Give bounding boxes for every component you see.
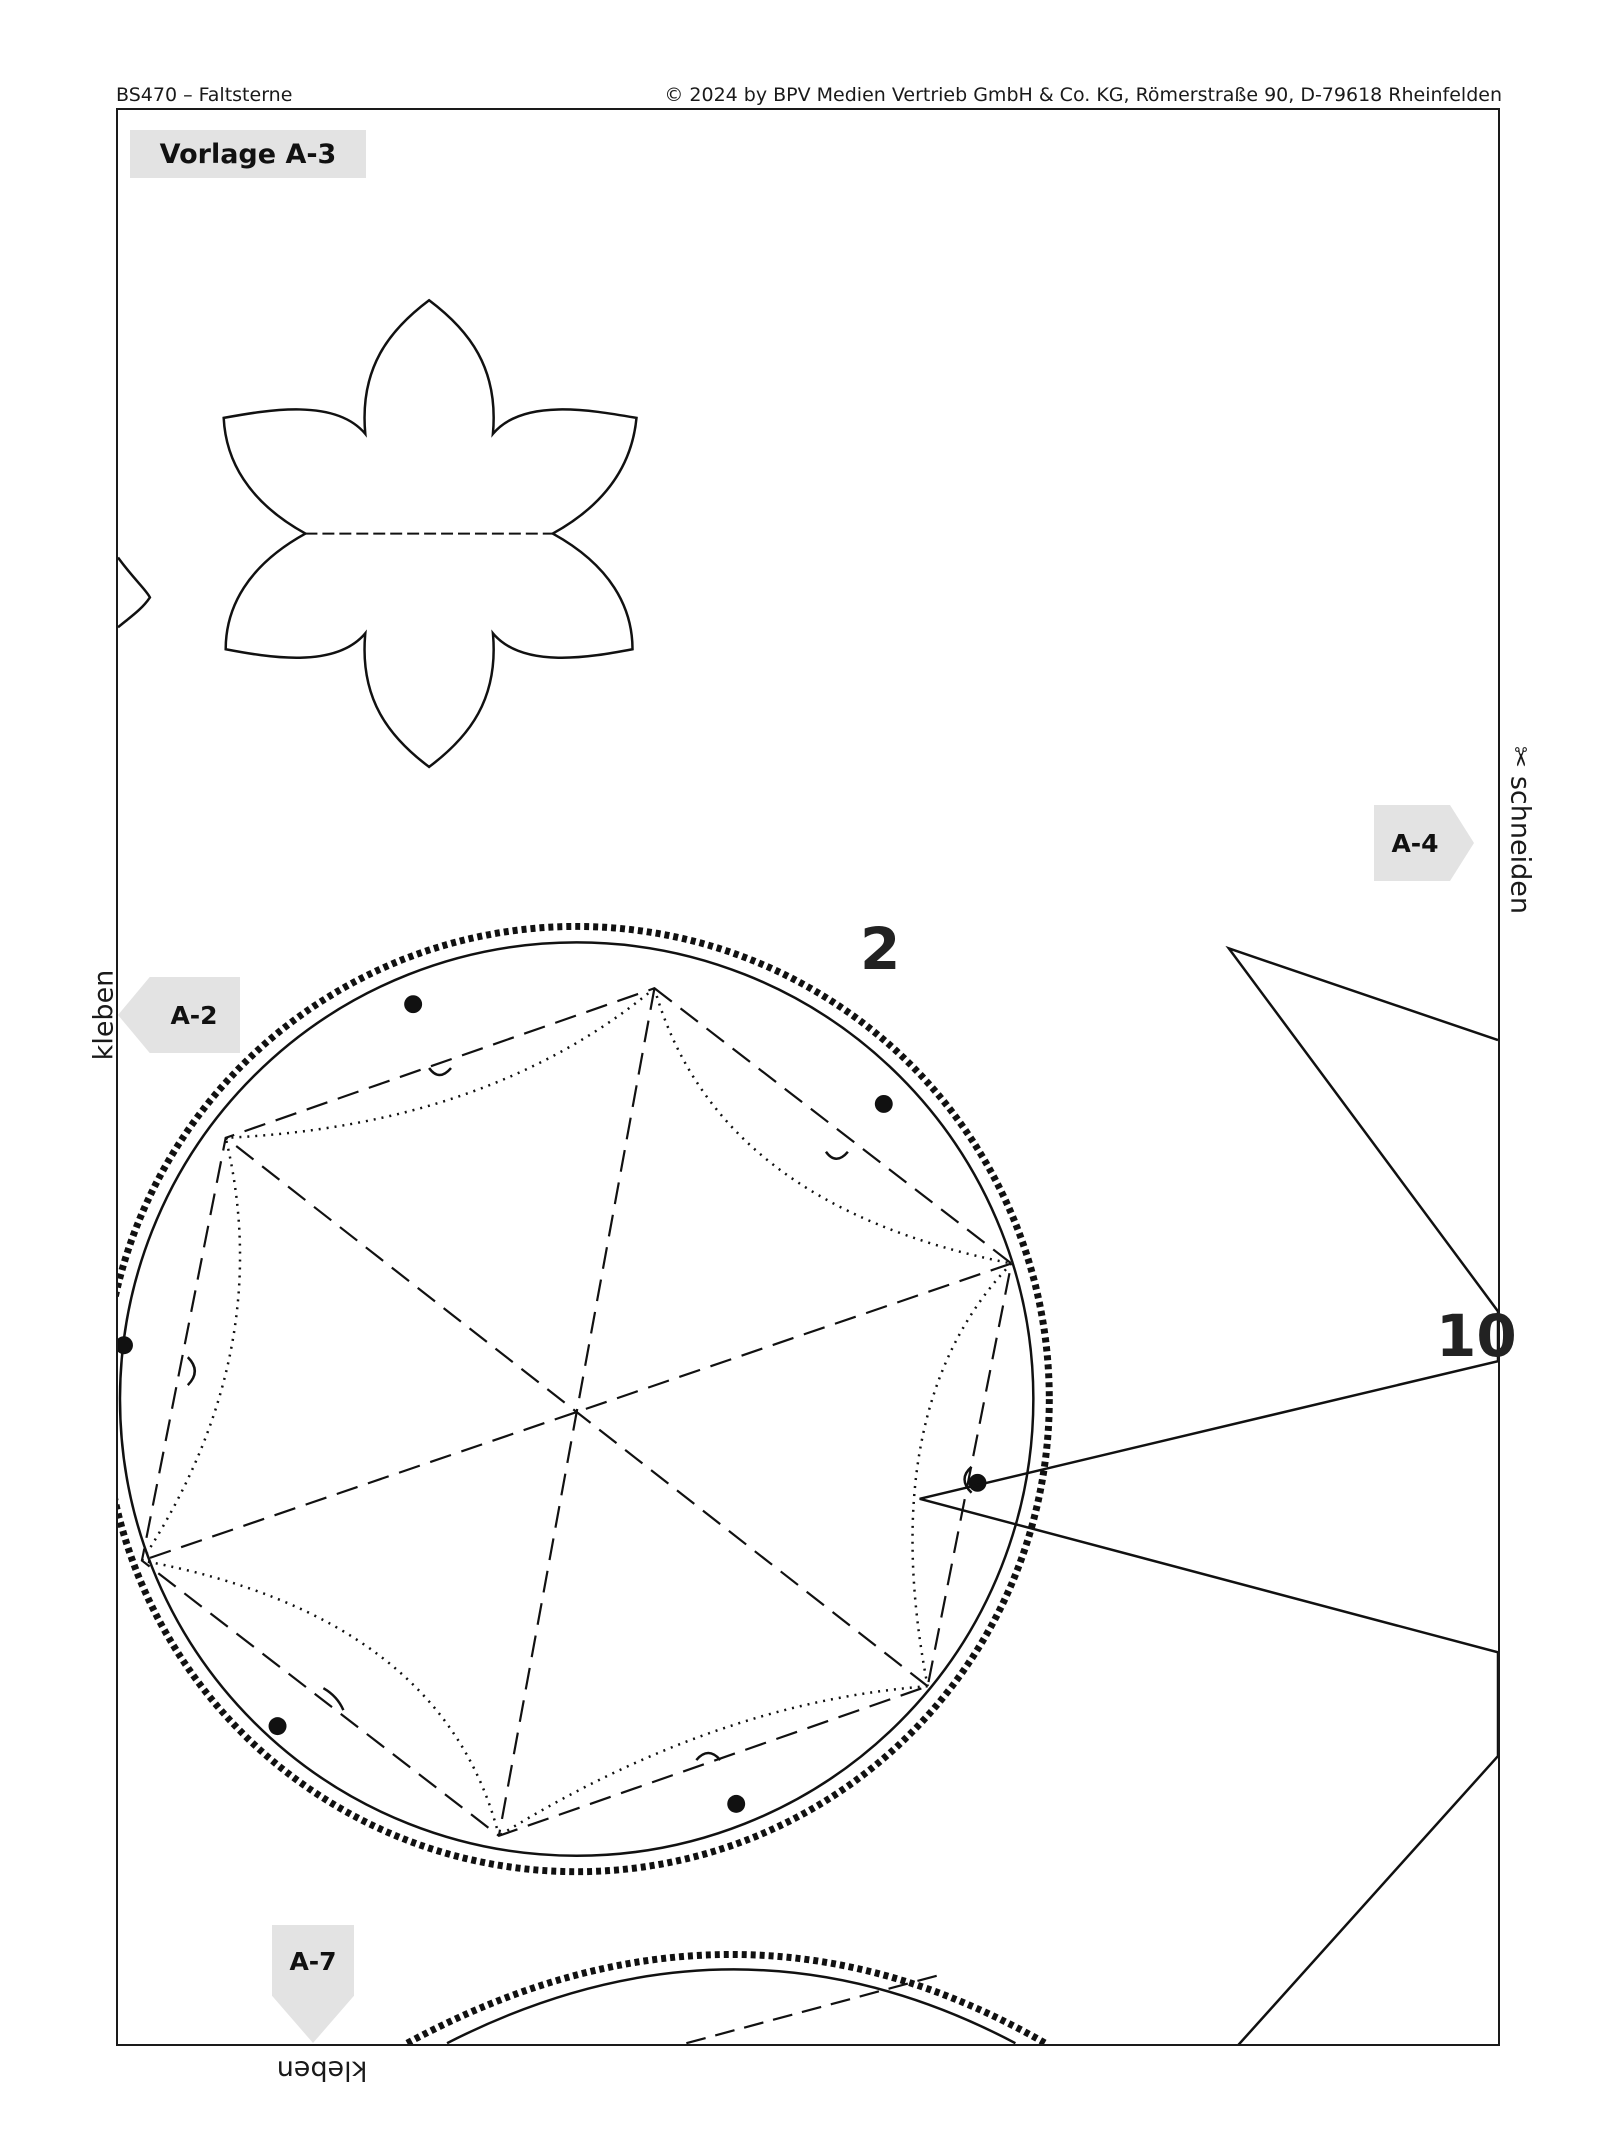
header-right: © 2024 by BPV Medien Vertrieb GmbH & Co.…: [664, 84, 1502, 106]
circle-ring-outer: [118, 923, 1053, 1876]
partial-circle-edge: [446, 1968, 1016, 2044]
kleben-left-label: kleben: [88, 969, 120, 1061]
flower-shape: [222, 298, 638, 769]
schneiden-label-group: ✂ schneiden: [1505, 746, 1536, 914]
circle-number: 2: [860, 915, 901, 983]
star-outline: [919, 945, 1498, 2044]
circle-ring-inner: [118, 941, 1035, 1857]
star-number: 10: [1436, 1302, 1517, 1370]
template-label: Vorlage A-3: [130, 130, 366, 178]
hexagon-fold-lines: [140, 987, 1013, 1838]
partial-fold-line: [686, 1972, 946, 2044]
tab-a4-label: A-4: [1391, 828, 1439, 858]
partial-circle-zigzag: [405, 1951, 1048, 2044]
partial-flower-edge: [118, 556, 152, 629]
tab-a7-label: A-7: [289, 1947, 337, 1976]
curved-fold-lines: [140, 987, 1013, 1837]
template-frame: [116, 108, 1500, 2046]
schneiden-label: schneiden: [1504, 775, 1536, 914]
vertex-stars: [118, 995, 987, 1813]
kleben-bottom-label: kleben: [276, 2054, 368, 2086]
template-art: [118, 298, 1498, 2044]
glue-marks: [186, 1067, 973, 1761]
scissors-icon: ✂: [1505, 746, 1535, 768]
tab-a2-label: A-2: [170, 1000, 218, 1030]
header-left: BS470 – Faltsterne: [116, 84, 293, 106]
tab-a4: A-4: [1374, 805, 1474, 881]
